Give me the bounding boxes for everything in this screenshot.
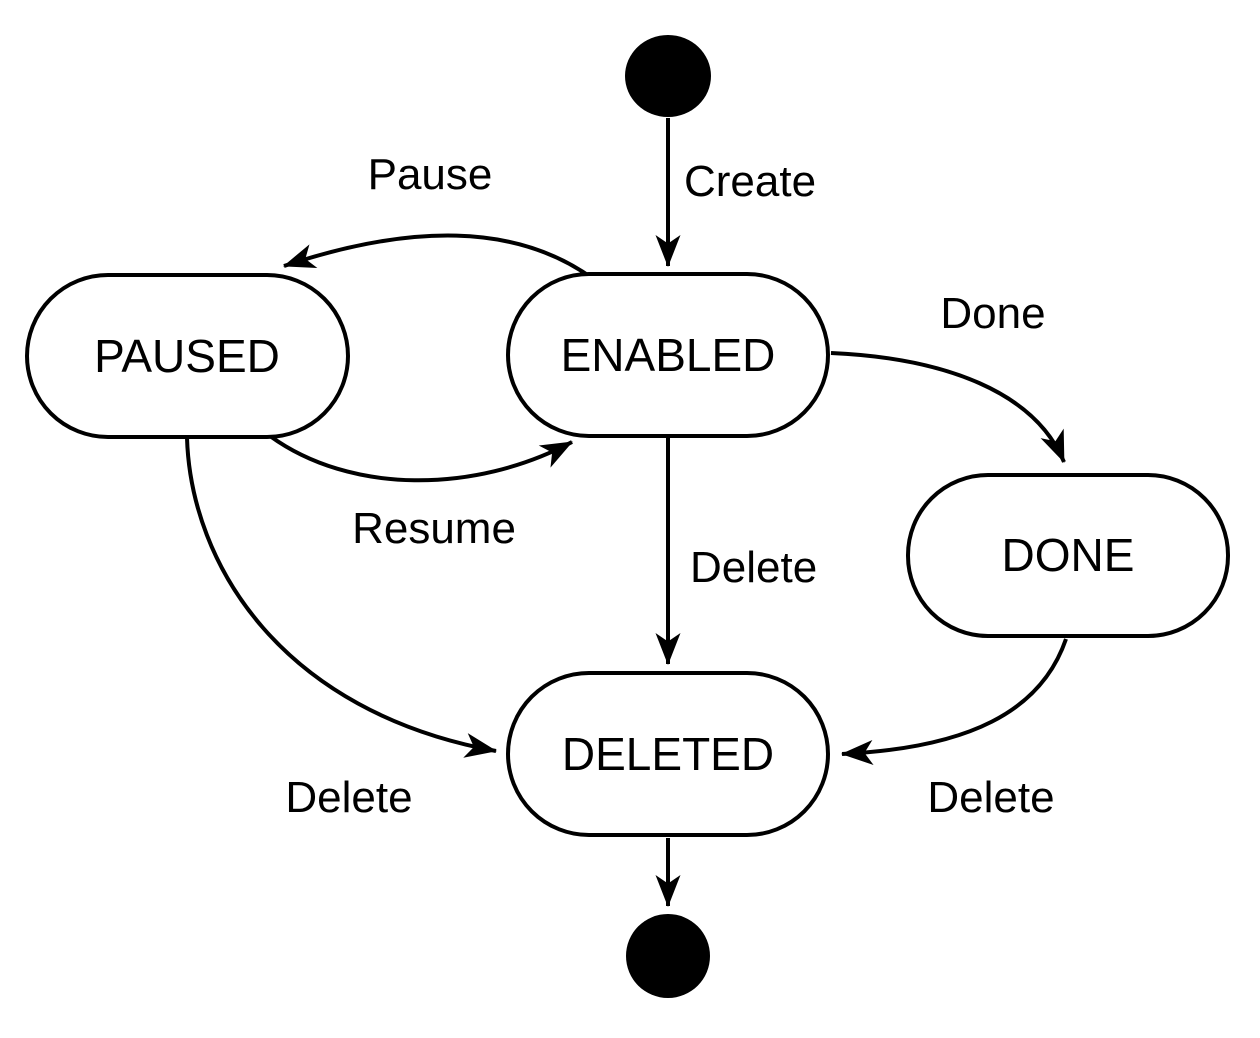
state-enabled: ENABLED <box>506 272 830 438</box>
state-done-shape <box>906 473 1230 638</box>
transition-resume-label: Resume <box>352 504 516 553</box>
initial-state <box>625 35 711 117</box>
transition-resume-arrow <box>268 434 573 483</box>
transition-delete-from-paused: Delete <box>185 437 497 822</box>
transition-delete-from-done-label: Delete <box>927 773 1054 822</box>
transition-create: Create <box>655 118 816 267</box>
transition-delete-from-enabled-label: Delete <box>690 543 817 592</box>
state-enabled-label: ENABLED <box>561 329 776 381</box>
state-paused-label: PAUSED <box>94 330 280 382</box>
transition-create-label: Create <box>684 157 816 206</box>
transition-pause-label: Pause <box>368 150 493 199</box>
state-done: DONE <box>906 473 1230 638</box>
transition-resume: Resume <box>268 434 573 553</box>
transition-delete-from-paused-label: Delete <box>285 773 412 822</box>
state-deleted-shape <box>506 671 830 837</box>
transition-delete-from-done-arrow <box>841 638 1068 766</box>
state-paused-shape <box>25 273 350 439</box>
transition-pause: Pause <box>283 150 594 280</box>
state-paused: PAUSED <box>25 273 350 439</box>
state-deleted-label: DELETED <box>562 728 774 780</box>
final-state <box>626 914 710 998</box>
transition-done-arrow <box>830 351 1066 463</box>
transition-delete-from-paused-arrow <box>185 437 497 758</box>
transition-delete-from-done: Delete <box>841 638 1068 822</box>
transition-done: Done <box>830 289 1066 463</box>
final-state-circle <box>626 914 710 998</box>
state-done-label: DONE <box>1002 529 1135 581</box>
transition-pause-arrow <box>283 233 594 280</box>
transition-done-label: Done <box>940 289 1045 338</box>
initial-state-circle <box>625 35 711 117</box>
state-enabled-shape <box>506 272 830 438</box>
transition-delete-from-enabled: Delete <box>655 438 817 665</box>
state-deleted: DELETED <box>506 671 830 837</box>
